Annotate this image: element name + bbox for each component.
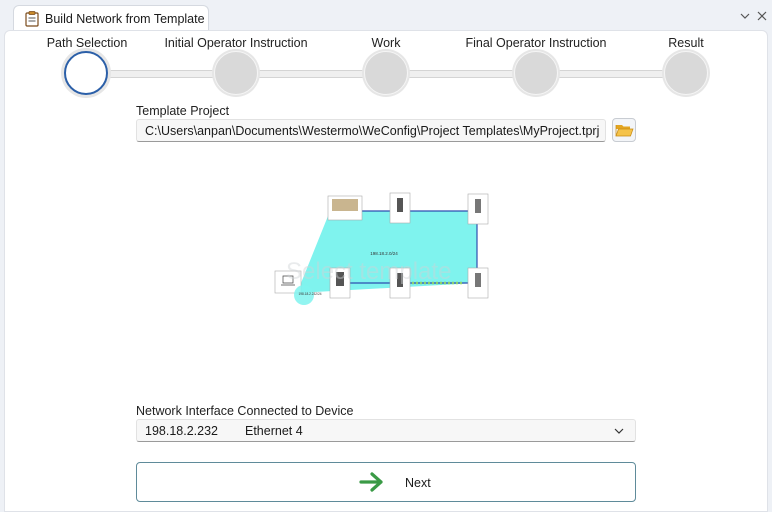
network-diagram: 198.18.2.0/24 198.18.2. <box>274 192 489 305</box>
template-project-label: Template Project <box>136 104 230 118</box>
chevron-down-icon <box>614 428 624 434</box>
interface-adapter: Ethernet 4 <box>245 424 303 438</box>
chevron-down-icon[interactable] <box>739 10 751 22</box>
device-bottom-3 <box>467 267 489 299</box>
template-path-field[interactable]: C:\Users\anpan\Documents\Westermo\WeConf… <box>136 119 606 142</box>
tab-title: Build Network from Template <box>45 11 205 26</box>
step-circle-final-operator-instruction <box>514 51 558 95</box>
step-label-path-selection: Path Selection <box>46 36 128 50</box>
tab-bar: Build Network from Template <box>0 0 772 31</box>
device-bottom-2 <box>389 267 411 299</box>
tab-build-network[interactable]: Build Network from Template <box>13 5 209 31</box>
subnet-label: 198.18.2.0/24 <box>370 251 398 256</box>
device-top-middle <box>389 192 411 224</box>
folder-open-icon <box>615 125 634 137</box>
host-highlight <box>294 285 314 305</box>
network-interface-select[interactable]: 198.18.2.232 Ethernet 4 <box>136 419 636 442</box>
step-label-initial-operator-instruction: Initial Operator Instruction <box>164 36 308 50</box>
preview-watermark: Select template <box>286 258 452 285</box>
device-laptop <box>274 270 302 294</box>
step-circle-initial-operator-instruction <box>214 51 258 95</box>
step-circle-path-selection <box>64 51 108 95</box>
arrow-right-icon <box>359 472 383 492</box>
close-icon[interactable] <box>756 10 768 22</box>
browse-button[interactable] <box>612 118 636 142</box>
step-label-work: Work <box>371 36 401 50</box>
clipboard-icon <box>25 10 39 27</box>
network-interface-label: Network Interface Connected to Device <box>136 404 354 418</box>
next-label: Next <box>405 476 431 490</box>
interface-ip: 198.18.2.232 <box>145 424 218 438</box>
host-label: 198.18.2.232/24 <box>298 292 321 296</box>
device-top-right <box>467 193 489 225</box>
device-bottom-1 <box>329 267 351 299</box>
device-switch-large <box>327 195 363 221</box>
step-label-final-operator-instruction: Final Operator Instruction <box>465 36 607 50</box>
template-path-value: C:\Users\anpan\Documents\Westermo\WeConf… <box>145 124 600 138</box>
template-preview: 198.18.2.0/24 198.18.2. <box>272 188 494 308</box>
step-circle-result <box>664 51 708 95</box>
step-circle-work <box>364 51 408 95</box>
step-label-result: Result <box>668 36 704 50</box>
next-button[interactable]: Next <box>136 462 636 502</box>
